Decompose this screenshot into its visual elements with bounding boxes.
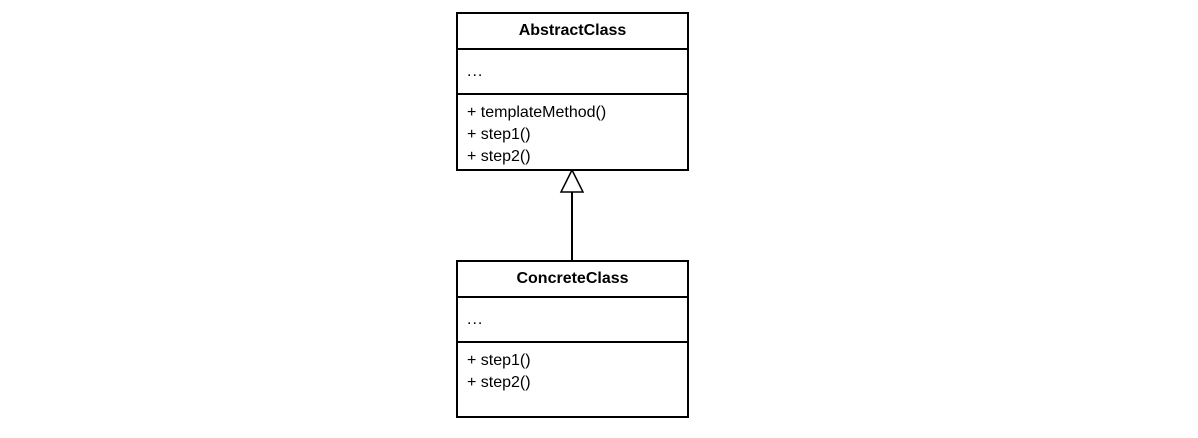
method-step2-concrete: + step2() [467,374,531,391]
hollow-triangle-arrowhead-icon [559,169,585,193]
class-box-abstract: AbstractClass ... + templateMethod() + s… [456,12,689,171]
class-title-abstract: AbstractClass [458,14,687,50]
method-template-method: + templateMethod() [467,104,607,121]
method-step1-concrete: + step1() [467,352,531,369]
class-attributes-concrete: ... [458,298,687,343]
class-title-concrete: ConcreteClass [458,262,687,298]
method-step2-abstract: + step2() [467,148,531,165]
class-methods-concrete: + step1() + step2() [458,343,687,416]
class-attributes-abstract: ... [458,50,687,95]
method-step1-abstract: + step1() [467,126,531,143]
class-box-concrete: ConcreteClass ... + step1() + step2() [456,260,689,418]
inheritance-arrow [559,169,585,261]
class-methods-abstract: + templateMethod() + step1() + step2() [458,95,687,169]
